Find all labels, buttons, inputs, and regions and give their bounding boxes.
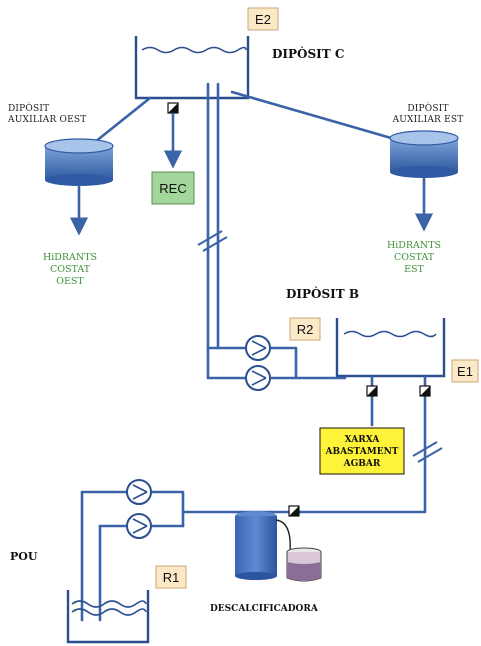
pump-r2-lower: [245, 365, 271, 391]
valve-softener: [288, 505, 300, 517]
pou-label: POU: [10, 550, 38, 563]
supply-line-1: XARXA: [345, 435, 381, 445]
rec-box: REC: [151, 171, 195, 205]
valve-c: [167, 102, 179, 114]
pump-r2-upper: [245, 335, 271, 361]
tank-c-label: DIPÒSIT C: [272, 45, 344, 61]
tank-b: [335, 318, 446, 378]
tag-e1: E1: [451, 359, 479, 383]
pump-r1-lower: [126, 513, 152, 539]
valve-b-right: [419, 385, 431, 397]
pipe-b-to-softener: [296, 374, 427, 514]
hydrants-est: HiDRANTS COSTAT EST: [387, 240, 441, 275]
brine-tank: [286, 547, 322, 582]
tank-pou: [66, 590, 150, 644]
tag-e2: E2: [247, 7, 279, 31]
supply-box: XARXA ABASTAMENT AGBAR: [319, 427, 405, 475]
aux-est-label-2: AUXILIAR EST: [392, 115, 464, 125]
tag-r1-text: R1: [163, 570, 180, 585]
pipe-r1-upper-out: [150, 490, 185, 528]
pipe-c-to-aux-oest: [93, 96, 152, 144]
tag-r1: R1: [155, 565, 187, 589]
tag-e2-text: E2: [255, 12, 271, 27]
pipe-r2-upper-out: [269, 346, 298, 380]
hydrants-oest-line-3: OEST: [56, 276, 84, 287]
tank-aux-est: [389, 130, 459, 178]
hydrants-oest-line-1: HiDRANTS: [43, 252, 97, 263]
supply-line-3: AGBAR: [343, 459, 381, 469]
softener-tank: [235, 511, 277, 580]
aux-oest-label-1: DIPÒSIT: [8, 102, 49, 114]
tag-e1-text: E1: [457, 364, 473, 379]
pump-r1-upper: [126, 479, 152, 505]
rec-label: REC: [159, 181, 186, 196]
pipe-break-upper: [197, 230, 228, 252]
tank-aux-oest: [44, 138, 114, 186]
tank-c: [134, 36, 250, 100]
aux-oest-label-2: AUXILIAR OEST: [7, 115, 86, 125]
tag-r2-text: R2: [297, 322, 314, 337]
valve-b-left: [366, 385, 378, 397]
pipe-c-to-aux-est: [230, 90, 400, 142]
hydrants-est-line-2: COSTAT: [394, 252, 435, 263]
hydrants-oest: HiDRANTS COSTAT OEST: [43, 252, 97, 287]
softener-label: DESCALCIFICADORA: [210, 604, 319, 614]
hydrants-est-line-3: EST: [404, 264, 424, 275]
hydrants-est-line-1: HiDRANTS: [387, 240, 441, 251]
softener-hose: [275, 519, 291, 553]
pipe-break-lower: [412, 441, 443, 463]
hydrants-oest-line-2: COSTAT: [50, 264, 91, 275]
aux-est-label-1: DIPÒSIT: [407, 102, 448, 114]
supply-line-2: ABASTAMENT: [324, 447, 398, 457]
tank-b-label: DIPÒSIT B: [286, 285, 359, 301]
tag-r2: R2: [289, 317, 321, 341]
